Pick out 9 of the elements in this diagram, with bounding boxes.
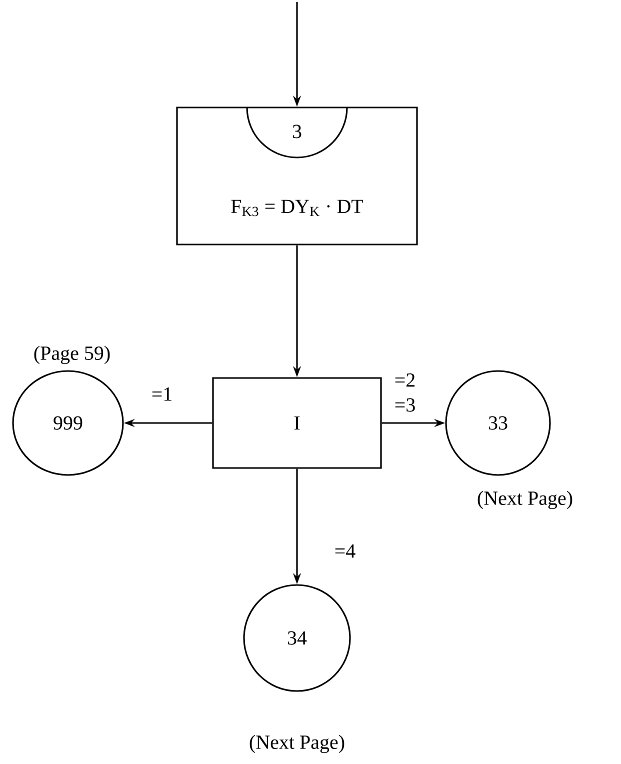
condition-label: =2 — [395, 373, 415, 387]
edge-label: =1 — [150, 386, 174, 402]
edge-label: =4 — [333, 543, 357, 559]
page-reference: (Page 59) — [34, 346, 110, 364]
process-box: I — [212, 377, 382, 469]
page-reference: (Next Page) — [478, 490, 572, 510]
entry-semicircle: 3 — [246, 107, 348, 158]
edge-label: =3 — [393, 397, 417, 413]
page-reference: (Next Page) — [250, 734, 344, 754]
